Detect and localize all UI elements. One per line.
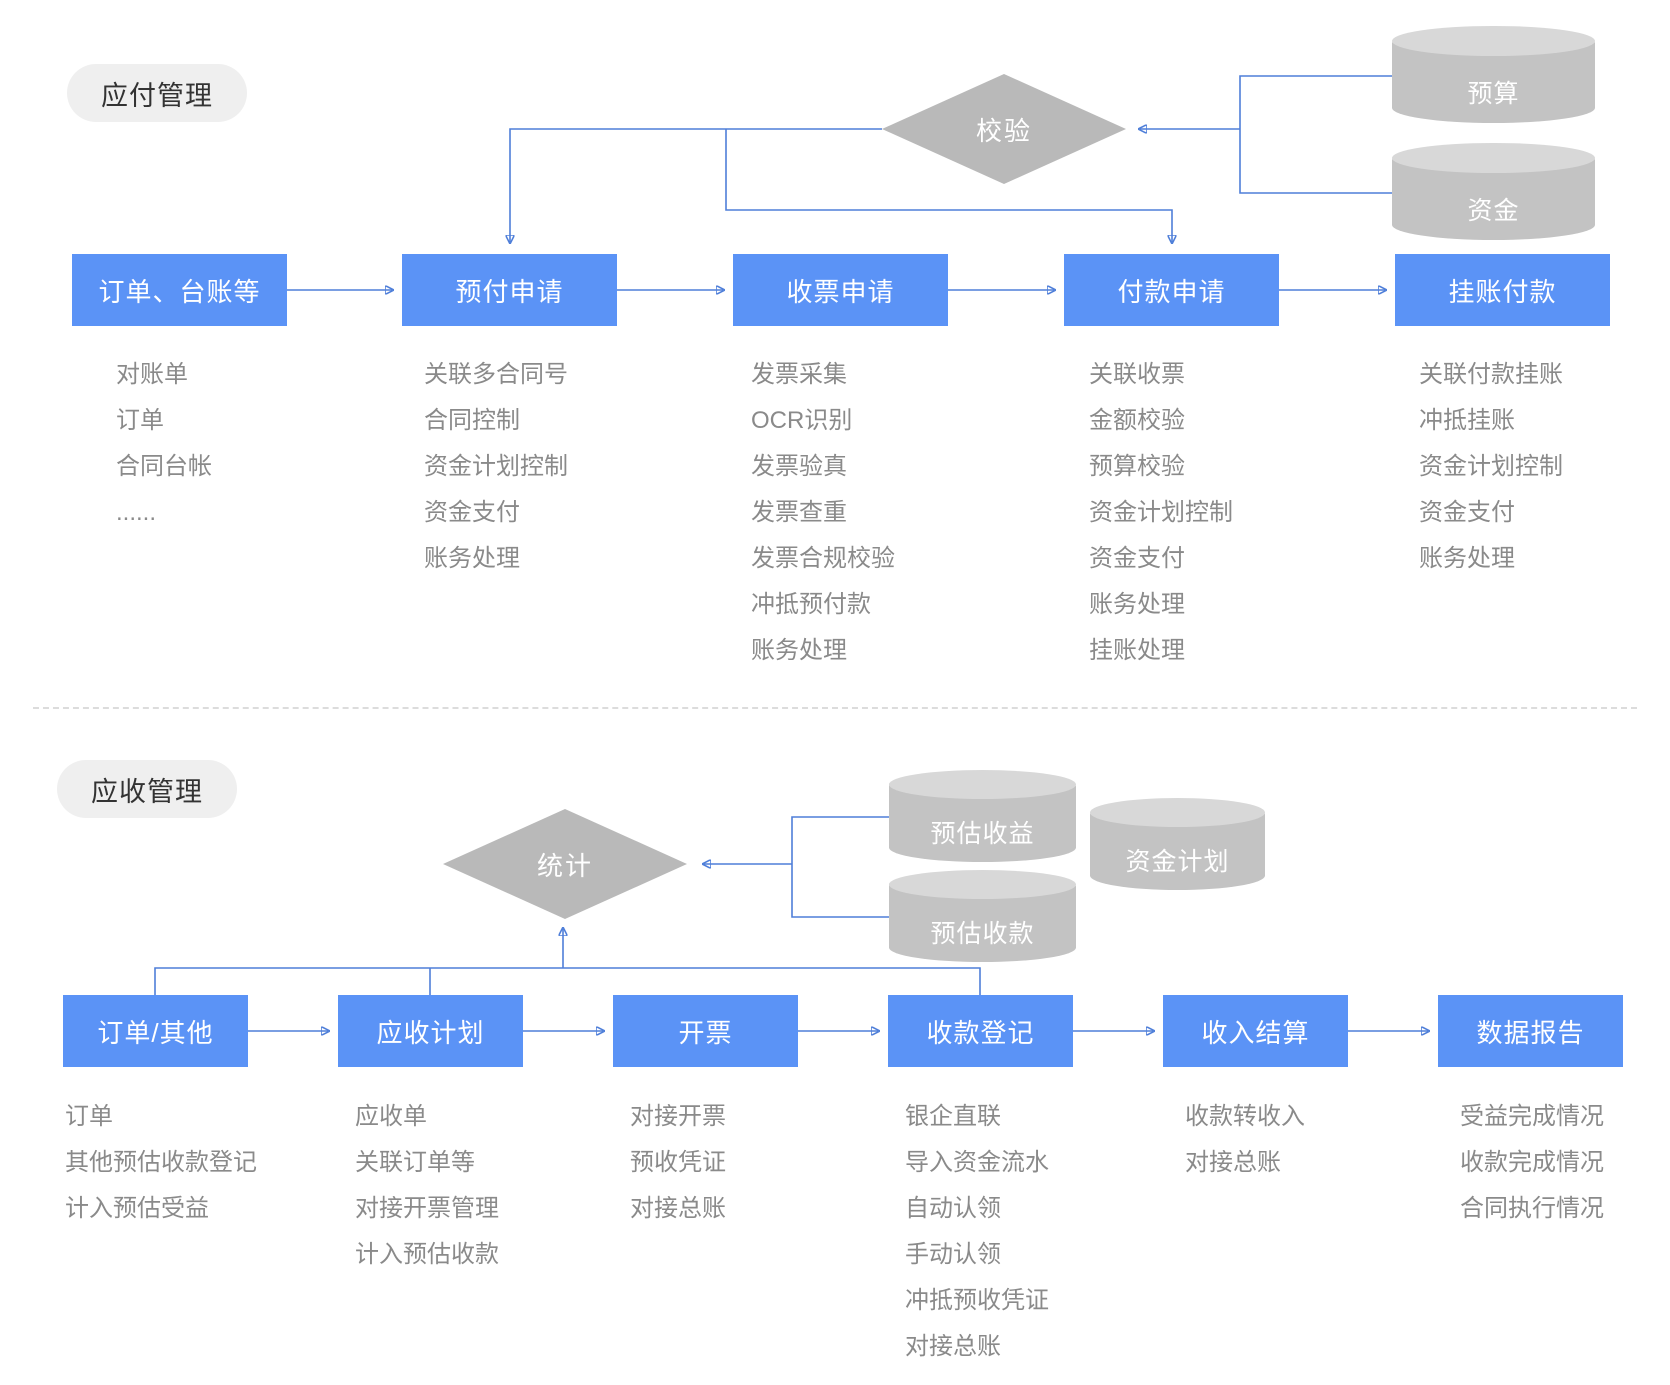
feature-item: 发票查重 [751, 499, 847, 526]
feature-item: 资金支付 [1089, 545, 1185, 572]
feature-item: 发票合规校验 [751, 545, 895, 572]
feature-item: 冲抵预付款 [751, 591, 871, 618]
payable-step-accrued-payment: 挂账付款 [1395, 254, 1610, 326]
feature-item: 资金计划控制 [1419, 453, 1563, 480]
feature-item: 对接总账 [1185, 1149, 1281, 1176]
feature-item: 冲抵预收凭证 [905, 1287, 1049, 1314]
feature-item: 对接总账 [905, 1333, 1001, 1360]
payable-step-invoice-receipt-request: 收票申请 [733, 254, 948, 326]
receivable-step-income-settlement: 收入结算 [1163, 995, 1348, 1067]
feature-item: 关联收票 [1089, 361, 1185, 388]
feature-list-invoice-receipt: 发票采集 OCR识别发票验真发票查重发票合规校验冲抵预付款账务处理 [751, 352, 895, 674]
cylinder-estimated-income: 预估收益 [889, 770, 1076, 862]
cylinder-fund-plan: 资金计划 [1090, 798, 1265, 890]
feature-item: 导入资金流水 [905, 1149, 1049, 1176]
feature-item: 对接开票 [630, 1103, 726, 1130]
feature-item: 手动认领 [905, 1241, 1001, 1268]
connector-validate-to-prepay [510, 128, 882, 242]
feature-item: 银企直联 [905, 1103, 1001, 1130]
feature-list-orders-other: 订单其他预估收款登记计入预估受益 [65, 1094, 257, 1232]
diamond-validate: 校验 [882, 74, 1126, 184]
payable-step-prepay-request: 预付申请 [402, 254, 617, 326]
section-tag-payable: 应付管理 [67, 64, 247, 122]
feature-item: 关联付款挂账 [1419, 361, 1563, 388]
feature-item: ...... [116, 499, 157, 526]
receivable-step-receivable-plan: 应收计划 [338, 995, 523, 1067]
feature-item: 资金支付 [1419, 499, 1515, 526]
feature-item: 关联多合同号 [424, 361, 568, 388]
cylinder-funds: 资金 [1392, 143, 1595, 240]
feature-list-prepay: 关联多合同号合同控制资金计划控制资金支付账务处理 [424, 352, 568, 582]
feature-item: OCR识别 [751, 407, 853, 434]
feature-item: 账务处理 [1089, 591, 1185, 618]
feature-list-receipt-register: 银企直联导入资金流水自动认领手动认领冲抵预收凭证对接总账 [905, 1094, 1049, 1370]
cylinder-estimated-receipt-label: 预估收款 [930, 920, 1035, 949]
feature-item: 账务处理 [751, 637, 847, 664]
feature-list-invoicing: 对接开票预收凭证对接总账 [630, 1094, 726, 1232]
feature-item: 其他预估收款登记 [65, 1149, 257, 1176]
feature-list-data-report: 受益完成情况收款完成情况合同执行情况 [1460, 1094, 1604, 1232]
connector-db-bracket-bottom [791, 816, 889, 918]
cylinder-budget-label: 预算 [1467, 79, 1520, 108]
feature-item: 关联订单等 [355, 1149, 475, 1176]
feature-item: 冲抵挂账 [1419, 407, 1515, 434]
feature-item: 计入预估受益 [65, 1195, 209, 1222]
feature-item: 合同执行情况 [1460, 1195, 1604, 1222]
feature-item: 对账单 [116, 361, 188, 388]
connector-bus-line [154, 967, 981, 995]
feature-item: 资金支付 [424, 499, 520, 526]
section-divider [33, 707, 1637, 709]
cylinder-funds-label: 资金 [1467, 196, 1520, 225]
receivable-step-orders-other: 订单/其他 [63, 995, 248, 1067]
feature-item: 账务处理 [424, 545, 520, 572]
feature-list-payment: 关联收票金额校验预算校验资金计划控制资金支付账务处理挂账处理 [1089, 352, 1233, 674]
feature-item: 发票验真 [751, 453, 847, 480]
cylinder-estimated-income-label: 预估收益 [930, 820, 1035, 849]
feature-item: 合同台帐 [116, 453, 212, 480]
feature-item: 应收单 [355, 1103, 427, 1130]
feature-item: 金额校验 [1089, 407, 1185, 434]
feature-item: 预收凭证 [630, 1149, 726, 1176]
feature-item: 收款转收入 [1185, 1103, 1305, 1130]
feature-item: 订单 [65, 1103, 113, 1130]
feature-list-orders: 对账单订单合同台帐...... [116, 352, 212, 536]
feature-item: 订单 [116, 407, 164, 434]
feature-item: 发票采集 [751, 361, 847, 388]
feature-item: 受益完成情况 [1460, 1103, 1604, 1130]
payable-step-orders: 订单、台账等 [72, 254, 287, 326]
feature-item: 资金计划控制 [424, 453, 568, 480]
feature-item: 对接开票管理 [355, 1195, 499, 1222]
feature-item: 收款完成情况 [1460, 1149, 1604, 1176]
feature-list-income-settlement: 收款转收入对接总账 [1185, 1094, 1305, 1186]
feature-item: 账务处理 [1419, 545, 1515, 572]
feature-item: 计入预估收款 [355, 1241, 499, 1268]
receivable-step-data-report: 数据报告 [1438, 995, 1623, 1067]
feature-item: 合同控制 [424, 407, 520, 434]
receivable-step-receipt-register: 收款登记 [888, 995, 1073, 1067]
cylinder-estimated-receipt: 预估收款 [889, 870, 1076, 962]
feature-item: 预算校验 [1089, 453, 1185, 480]
feature-list-receivable-plan: 应收单关联订单等对接开票管理计入预估收款 [355, 1094, 499, 1278]
feature-item: 资金计划控制 [1089, 499, 1233, 526]
feature-item: 对接总账 [630, 1195, 726, 1222]
cylinder-fund-plan-label: 资金计划 [1125, 848, 1230, 877]
feature-item: 自动认领 [905, 1195, 1001, 1222]
connector-db-bracket-top [1239, 75, 1392, 194]
cylinder-budget: 预算 [1392, 26, 1595, 123]
section-tag-receivable: 应收管理 [57, 760, 237, 818]
diamond-statistics: 统计 [443, 809, 687, 919]
receivable-step-invoicing: 开票 [613, 995, 798, 1067]
payable-step-payment-request: 付款申请 [1064, 254, 1279, 326]
feature-item: 挂账处理 [1089, 637, 1185, 664]
feature-list-accrued-payment: 关联付款挂账冲抵挂账资金计划控制资金支付账务处理 [1419, 352, 1563, 582]
